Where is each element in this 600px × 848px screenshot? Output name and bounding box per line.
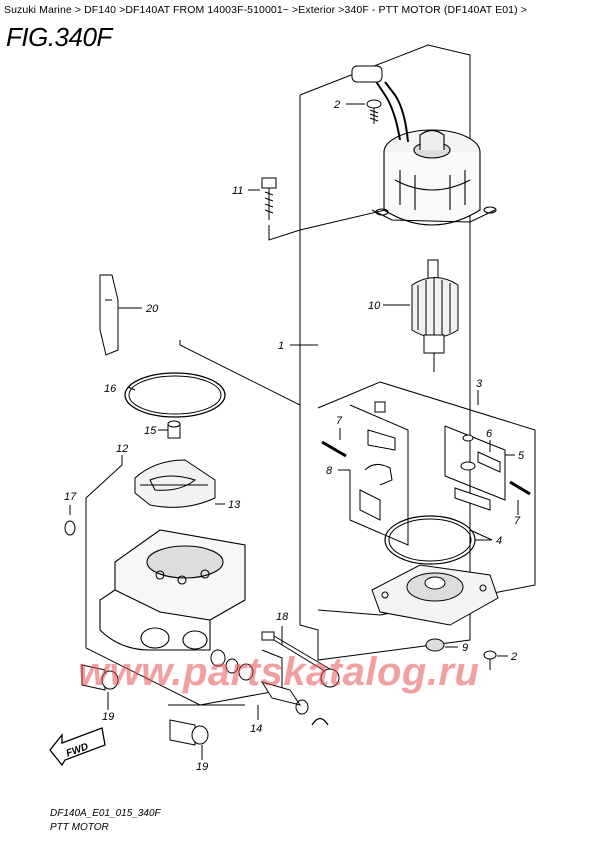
seals-14	[210, 649, 329, 726]
bracket-8	[359, 401, 396, 521]
bolt-19-bottom	[169, 719, 209, 746]
spring-7-left	[321, 440, 347, 458]
part-number[interactable]: 10	[368, 300, 381, 312]
part-number[interactable]: 16	[104, 383, 117, 395]
part-number[interactable]: 15	[144, 425, 157, 437]
screw-2-bottom	[483, 650, 497, 670]
brush-5	[454, 434, 501, 511]
diagram-code: DF140A_E01_015_340F	[50, 808, 161, 819]
connector-plug	[351, 65, 383, 83]
watermark: www.partskatalog.ru	[78, 650, 480, 694]
part-number[interactable]: 8	[326, 465, 333, 477]
armature-10	[411, 259, 459, 372]
diagram-name: PTT MOTOR	[50, 822, 109, 833]
part-number[interactable]: 19	[102, 711, 114, 723]
figure-title: FIG.340F	[6, 22, 112, 52]
o-ring-17	[64, 520, 76, 536]
screw-2-top	[366, 99, 382, 124]
motor-housing	[371, 129, 497, 226]
part-number[interactable]: 12	[116, 443, 128, 455]
o-ring-4	[384, 515, 476, 565]
bolt-19-left	[81, 664, 119, 691]
frame-8-outline	[349, 404, 409, 546]
part-number[interactable]: 5	[518, 450, 525, 462]
part-number[interactable]: 14	[250, 723, 262, 735]
bushing-9	[425, 638, 445, 652]
part-number[interactable]: 6	[486, 428, 493, 440]
valve-15	[167, 420, 181, 439]
o-ring-16	[124, 372, 226, 418]
part-number[interactable]: 19	[196, 761, 208, 773]
frame-1-outline	[299, 44, 471, 661]
plate-13	[134, 459, 216, 508]
frame-3-outline	[317, 381, 536, 616]
part-number[interactable]: 17	[64, 491, 77, 503]
bolt-11	[261, 177, 277, 220]
part-number[interactable]: 13	[228, 499, 241, 511]
end-cap	[371, 564, 499, 626]
pump-body	[99, 529, 246, 651]
breadcrumb[interactable]: Suzuki Marine > DF140 >DF140AT FROM 1400…	[4, 4, 527, 16]
part-number[interactable]: 7	[336, 415, 343, 427]
part-number[interactable]: 9	[462, 642, 468, 654]
part-number[interactable]: 4	[496, 535, 502, 547]
fwd-arrow	[49, 727, 106, 767]
bolt-18	[261, 631, 336, 677]
part-number[interactable]: 3	[476, 378, 483, 390]
part-number[interactable]: 18	[276, 611, 289, 623]
part-number[interactable]: 11	[232, 185, 243, 197]
clip-20	[99, 274, 119, 356]
part-number[interactable]: 2	[510, 651, 517, 663]
part-number[interactable]: 2	[333, 99, 340, 111]
spring-7-right	[509, 480, 531, 496]
part-number[interactable]: 7	[514, 515, 521, 527]
part-number[interactable]: 20	[145, 303, 159, 315]
part-number[interactable]: 1	[278, 340, 284, 352]
